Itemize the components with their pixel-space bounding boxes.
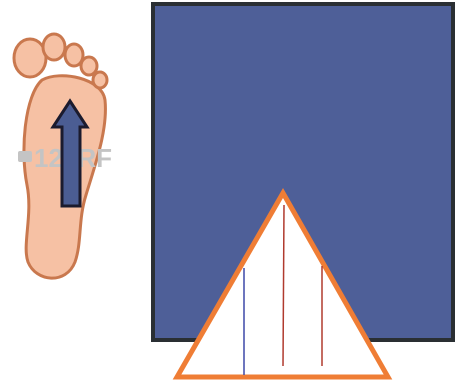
toe-5: [93, 72, 107, 88]
big-toe: [14, 39, 46, 77]
toe-4: [81, 57, 97, 75]
toe-2: [43, 34, 65, 60]
vertical-line-red-center: [283, 205, 284, 366]
foot-icon: 123RF: [14, 34, 112, 278]
watermark-camera-icon: [18, 151, 32, 162]
